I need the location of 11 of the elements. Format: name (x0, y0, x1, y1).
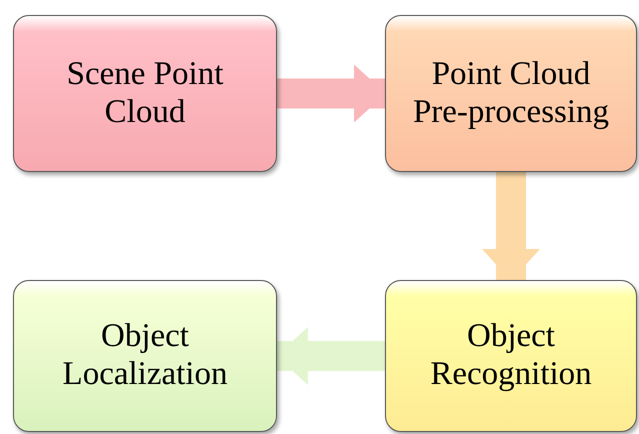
process-box (385, 280, 637, 432)
process-box (13, 280, 277, 432)
block-arrow (277, 64, 386, 122)
block-arrow (276, 327, 385, 385)
block-arrow (482, 172, 540, 281)
process-box (13, 15, 277, 172)
box-label: Object Recognition (429, 318, 593, 394)
box-label: Scene Point Cloud (66, 56, 224, 132)
box-label: Object Localization (62, 318, 228, 394)
process-box (385, 15, 637, 172)
box-label: Point Cloud Pre-processing (412, 56, 610, 132)
